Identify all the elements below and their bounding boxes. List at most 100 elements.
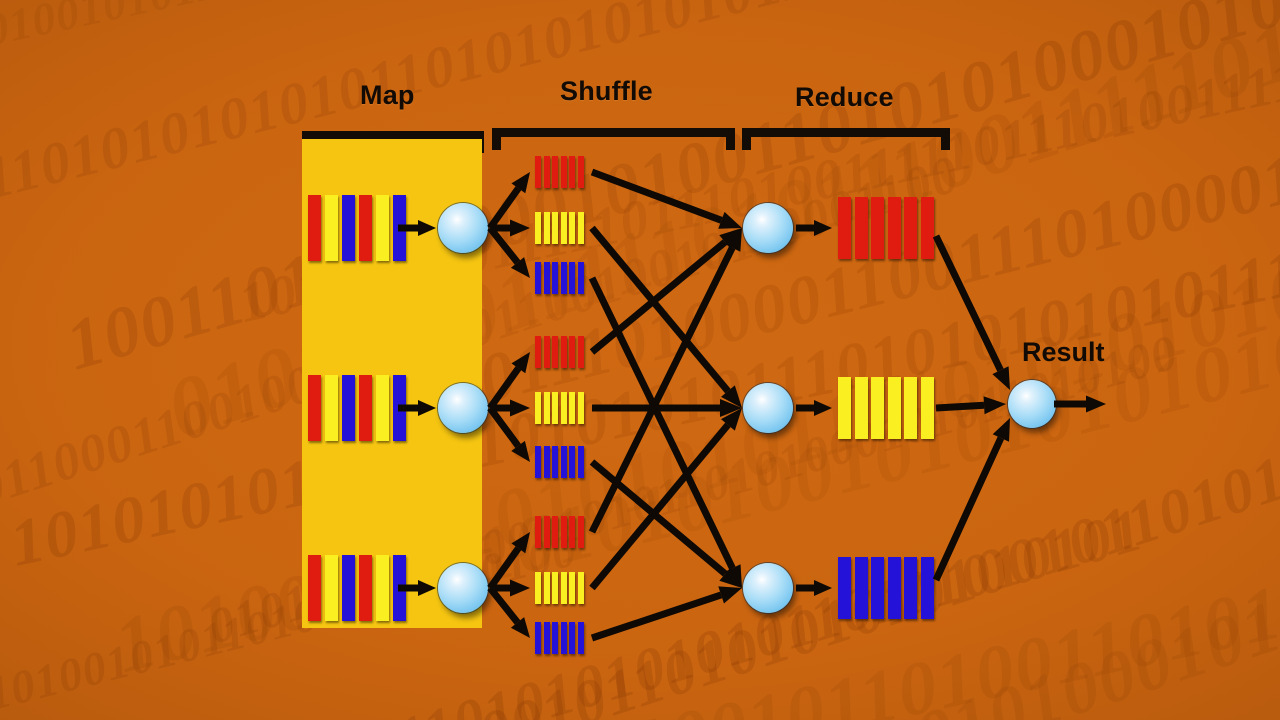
bar-red — [577, 336, 584, 368]
bar-red — [560, 336, 567, 368]
bar-red — [552, 516, 558, 548]
bar-red — [871, 197, 884, 259]
shuffle-group-yellow — [535, 212, 584, 244]
arrow-mapper3-to-shuffle2-head — [510, 579, 530, 597]
bar-blue — [393, 555, 406, 621]
bar-blue — [342, 195, 355, 261]
bar-yellow — [560, 392, 567, 424]
shuffle-group-red — [535, 336, 584, 368]
arrow-shuffle-yellow-to-reducer-yellow-line — [589, 422, 731, 591]
bar-yellow — [376, 375, 389, 441]
bar-yellow — [838, 377, 851, 439]
bar-blue — [342, 375, 355, 441]
arrow-reducer-to-output-blue-head — [814, 580, 832, 596]
bar-yellow — [569, 572, 575, 604]
bar-blue — [543, 262, 550, 294]
mapper-sphere-1[interactable] — [438, 203, 488, 253]
bar-blue — [854, 557, 868, 619]
bar-blue — [871, 557, 884, 619]
bar-yellow — [577, 392, 584, 424]
input-bars-row-2 — [308, 375, 406, 441]
bar-red — [904, 197, 917, 259]
arrow-reducer-to-output-red-head — [814, 220, 832, 236]
arrow-shuffle-blue-to-reducer-blue-head — [724, 564, 742, 588]
bar-yellow — [535, 212, 541, 244]
bar-blue — [342, 555, 355, 621]
bar-blue — [393, 375, 406, 441]
reduce-output-red — [838, 197, 934, 259]
bar-blue — [543, 446, 550, 478]
bar-yellow — [560, 212, 567, 244]
mapper-sphere-2[interactable] — [438, 383, 488, 433]
shuffle-group-yellow — [535, 572, 584, 604]
arrow-mapper1-to-shuffle3-line — [487, 225, 521, 265]
shuffle-group-red — [535, 516, 584, 548]
arrow-shuffle-yellow-to-reducer-yellow-line — [589, 225, 731, 394]
arrow-shuffle-yellow-to-reducer-yellow-head — [721, 408, 742, 431]
bar-yellow — [535, 392, 541, 424]
shuffle-group-red — [535, 156, 584, 188]
arrow-mapper3-to-shuffle3-head — [510, 617, 530, 638]
bar-yellow — [552, 212, 558, 244]
bar-red — [569, 336, 575, 368]
background-binary-row: 1001101010100010100110101010001010011010… — [83, 456, 1280, 720]
bar-red — [359, 375, 372, 441]
result-sphere[interactable] — [1008, 380, 1056, 428]
arrow-shuffle-yellow-to-reducer-yellow-head — [721, 385, 742, 408]
bar-red — [359, 555, 372, 621]
bar-red — [543, 516, 550, 548]
arrow-mapper1-to-shuffle1-line — [487, 186, 522, 231]
arrow-shuffle-yellow-to-reducer-yellow-head — [720, 399, 742, 417]
bar-red — [920, 197, 934, 259]
bar-yellow — [569, 392, 575, 424]
arrow-output-red-to-result-line — [932, 234, 1004, 372]
arrow-shuffle-blue-to-reducer-blue-line — [589, 459, 728, 577]
shuffle-group-yellow — [535, 392, 584, 424]
background-binary-row: 0101100011001001011000110010010110001100 — [0, 144, 967, 536]
bar-yellow — [376, 555, 389, 621]
input-bars-row-1 — [308, 195, 406, 261]
bar-yellow — [535, 572, 541, 604]
arrow-mapper1-to-shuffle3-head — [510, 257, 530, 278]
reducer-sphere-yellow[interactable] — [743, 383, 793, 433]
background-binary-row: 101011010010101101001010110100 — [0, 0, 548, 86]
background-binary-row: 1001101010100010100110101010001010011010… — [57, 0, 1280, 386]
bar-yellow — [577, 572, 584, 604]
bar-red — [560, 156, 567, 188]
bar-blue — [569, 262, 575, 294]
background-binary-row: 101010101101010101010110101010101011010 — [441, 35, 1280, 578]
bar-red — [308, 195, 321, 261]
reducer-sphere-blue[interactable] — [743, 563, 793, 613]
arrow-mapper3-to-shuffle1-head — [511, 532, 530, 554]
reduce-output-blue — [838, 557, 934, 619]
arrow-shuffle-blue-to-reducer-blue-head — [719, 566, 742, 588]
bar-blue — [543, 622, 550, 654]
arrow-output-yellow-to-result-line — [935, 401, 985, 412]
bar-blue — [887, 557, 901, 619]
arrow-shuffle-blue-to-reducer-blue-line — [590, 591, 723, 642]
bar-yellow — [325, 195, 338, 261]
reducer-sphere-red[interactable] — [743, 203, 793, 253]
phase-label-map: Map — [360, 80, 415, 110]
bar-yellow — [887, 377, 901, 439]
bar-yellow — [854, 377, 868, 439]
bar-yellow — [543, 392, 550, 424]
bar-red — [577, 156, 584, 188]
bar-blue — [535, 622, 541, 654]
mapper-sphere-3[interactable] — [438, 563, 488, 613]
bar-blue — [535, 446, 541, 478]
input-bars-row-3 — [308, 555, 406, 621]
bar-red — [543, 156, 550, 188]
bar-blue — [920, 557, 934, 619]
bar-red — [535, 516, 541, 548]
arrow-output-blue-to-result-head — [992, 418, 1010, 442]
bar-blue — [569, 622, 575, 654]
arrow-mapper3-to-shuffle1-line — [487, 546, 522, 591]
bar-red — [887, 197, 901, 259]
bar-blue — [552, 262, 558, 294]
arrow-shuffle-red-to-reducer-red-head — [718, 211, 742, 229]
bar-yellow — [920, 377, 934, 439]
background-binary-row: 011010101010101101010101010110101010101 — [0, 0, 1115, 220]
shuffle-group-blue — [535, 262, 584, 294]
